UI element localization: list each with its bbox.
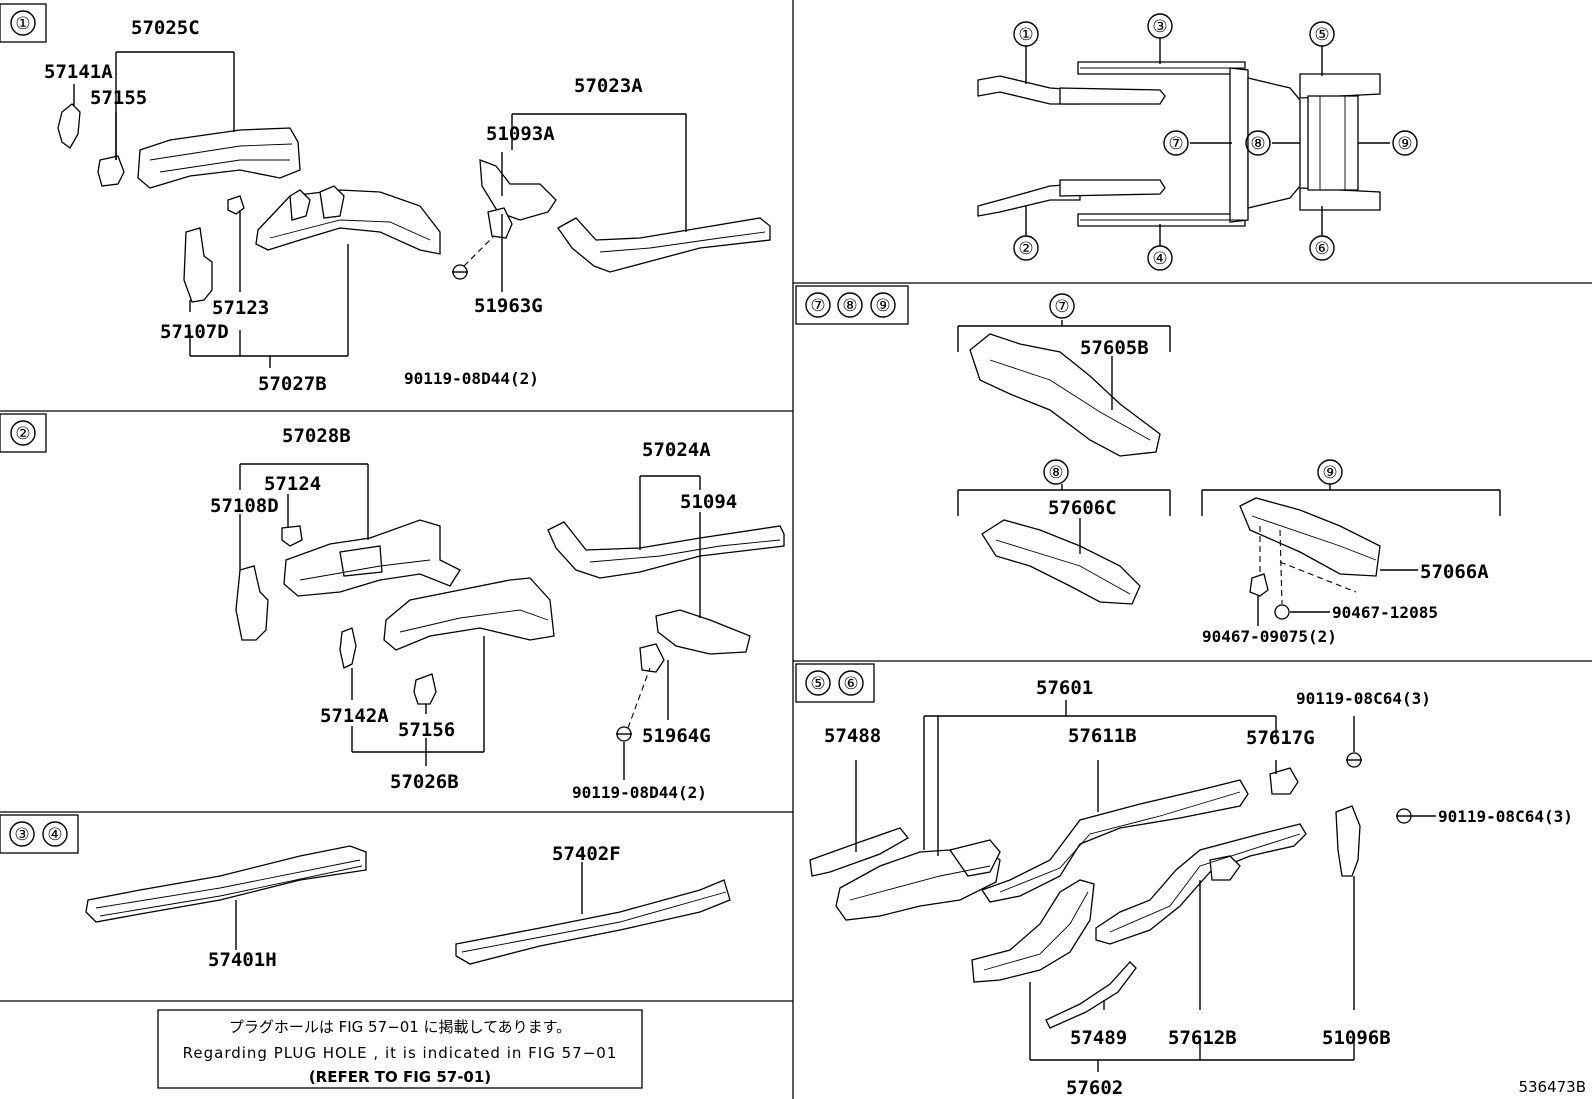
part-57023A: 57023A — [574, 75, 643, 97]
part-90119-08C64-b: 90119-08C64(3) — [1438, 807, 1573, 826]
part-57617G: 57617G — [1246, 727, 1315, 749]
badge-section-3-4: ③ ④ — [0, 814, 79, 854]
section-3-4-parts — [85, 845, 731, 965]
section-1-labels: 57025C 57141A 57155 57023A 51093A 57123 … — [44, 17, 643, 395]
note-box: プラグホールは FIG 57−01 に掲載してあります。 Regarding P… — [157, 1009, 643, 1089]
part-57028B: 57028B — [282, 425, 351, 447]
note-line-2: Regarding PLUG HOLE , it is indicated in… — [183, 1044, 618, 1062]
badge-2-label: ② — [15, 424, 30, 444]
overview-label-6: ⑥ — [1314, 239, 1329, 259]
group-8-label: ⑧ — [1048, 463, 1063, 483]
section-2-labels: 57028B 57124 57108D 57024A 51094 57142A … — [210, 425, 737, 802]
part-57025C: 57025C — [131, 17, 200, 39]
part-57066A: 57066A — [1420, 561, 1489, 583]
part-51964G: 51964G — [642, 725, 711, 747]
part-57402F: 57402F — [552, 843, 621, 865]
section-3-4-labels: 57402F 57401H — [208, 843, 621, 971]
section-5-6-labels: 57601 90119-08C64(3) 57488 57611B 57617G… — [824, 677, 1573, 1099]
overview-label-5: ⑤ — [1314, 25, 1329, 45]
overview-label-4: ④ — [1152, 249, 1167, 269]
part-57027B: 57027B — [258, 373, 327, 395]
overview-label-3: ③ — [1152, 17, 1167, 37]
part-57156: 57156 — [398, 719, 455, 741]
frame-overview — [977, 61, 1381, 227]
group-9-label: ⑨ — [1322, 463, 1337, 483]
section-5-6-leaders — [855, 700, 1436, 1072]
badge-9-label: ⑨ — [875, 296, 890, 316]
section-2-parts — [235, 519, 785, 742]
overview-label-2: ② — [1018, 239, 1033, 259]
part-90119-08D44-s2: 90119-08D44(2) — [572, 783, 707, 802]
part-51093A: 51093A — [486, 123, 555, 145]
figure-id: 536473B — [1518, 1078, 1586, 1096]
section-1-parts — [57, 103, 771, 303]
group-7-label: ⑦ — [1054, 297, 1069, 317]
section-2-leaders — [239, 463, 701, 780]
overview-labels: ① ② ③ ④ ⑤ ⑥ ⑦ ⑧ ⑨ — [1013, 13, 1418, 271]
section-7-8-9-leaders — [957, 320, 1501, 626]
part-57026B: 57026B — [390, 771, 459, 793]
overview-leaders — [1025, 38, 1390, 246]
part-57605B: 57605B — [1080, 337, 1149, 359]
part-57612B: 57612B — [1168, 1027, 1237, 1049]
part-57142A: 57142A — [320, 705, 389, 727]
part-90467-09075: 90467-09075(2) — [1202, 627, 1337, 646]
part-57024A: 57024A — [642, 439, 711, 461]
badge-8-label: ⑧ — [842, 296, 857, 316]
note-line-1: プラグホールは FIG 57−01 に掲載してあります。 — [229, 1018, 571, 1036]
badge-6-label: ⑥ — [843, 674, 858, 694]
badge-3-label: ③ — [14, 825, 29, 845]
part-90119-08C64-a: 90119-08C64(3) — [1296, 689, 1431, 708]
badge-section-5-6: ⑤ ⑥ — [795, 663, 875, 703]
badge-7-label: ⑦ — [810, 296, 825, 316]
part-51963G: 51963G — [474, 295, 543, 317]
part-57611B: 57611B — [1068, 725, 1137, 747]
part-57601: 57601 — [1036, 677, 1093, 699]
badge-section-1: ① — [0, 3, 47, 43]
part-51096B: 51096B — [1322, 1027, 1391, 1049]
overview-label-7: ⑦ — [1168, 134, 1183, 154]
part-57488: 57488 — [824, 725, 881, 747]
badge-4-label: ④ — [47, 825, 62, 845]
part-57123: 57123 — [212, 297, 269, 319]
part-57108D: 57108D — [210, 495, 279, 517]
part-57124: 57124 — [264, 473, 321, 495]
note-line-3: (REFER TO FIG 57-01) — [309, 1068, 491, 1086]
overview-label-9: ⑨ — [1397, 134, 1412, 154]
part-51094: 51094 — [680, 491, 737, 513]
section-3-4-leaders — [235, 862, 583, 950]
part-57489: 57489 — [1070, 1027, 1127, 1049]
badge-5-label: ⑤ — [810, 674, 825, 694]
part-57401H: 57401H — [208, 949, 277, 971]
overview-label-8: ⑧ — [1250, 134, 1265, 154]
part-57606C: 57606C — [1048, 497, 1117, 519]
part-90467-12085: 90467-12085 — [1332, 603, 1438, 622]
part-90119-08D44-s1: 90119-08D44(2) — [404, 369, 539, 388]
overview-label-1: ① — [1018, 25, 1033, 45]
section-7-8-9-parts — [969, 333, 1381, 620]
section-1-leaders — [73, 51, 687, 368]
section-7-8-9-labels: ⑦ 57605B ⑧ 57606C ⑨ 57066A 90467-12085 9… — [1043, 293, 1489, 646]
badge-section-2: ② — [0, 413, 47, 453]
part-57141A: 57141A — [44, 61, 113, 83]
part-57602: 57602 — [1066, 1077, 1123, 1099]
part-57107D: 57107D — [160, 321, 229, 343]
badge-1-label: ① — [15, 14, 30, 34]
badge-section-7-8-9: ⑦ ⑧ ⑨ — [795, 285, 909, 325]
section-5-6-parts — [809, 752, 1412, 1029]
part-57155: 57155 — [90, 87, 147, 109]
